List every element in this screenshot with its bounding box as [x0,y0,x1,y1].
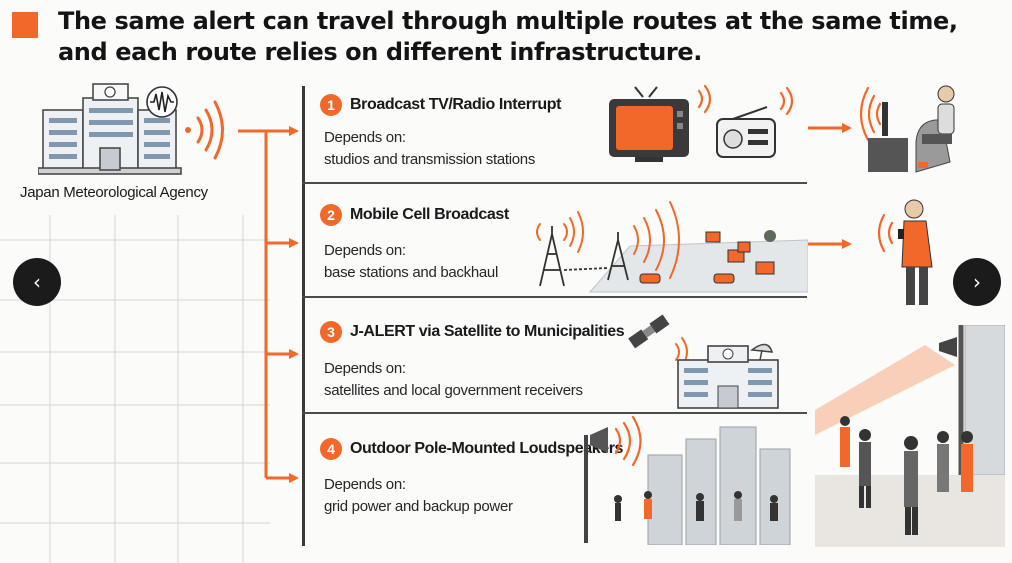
tv-viewer-icon [860,85,955,173]
route-panel-broadcast: 1 Broadcast TV/Radio Interrupt Depends o… [302,86,807,184]
route-depends-label: Depends on: [324,476,406,493]
route-title: Outdoor Pole-Mounted Loudspeakers [350,440,624,457]
tv-radio-icon [609,85,794,162]
title-line-1: The same alert can travel through multip… [58,7,958,35]
satellite-municipal-icon [628,314,779,409]
agency-label: Japan Meteorological Agency [20,184,208,201]
carousel-next-button[interactable]: › [953,258,1001,306]
carousel-prev-button[interactable]: ‹ [13,258,61,306]
route-depends-label: Depends on: [324,129,406,146]
agency-building-icon [38,83,224,175]
pole-speaker-city-icon [584,415,791,545]
phone-user-icon [877,199,933,305]
route-panel-j-alert: 3 J-ALERT via Satellite to Municipalitie… [302,298,807,414]
cell-towers-town-icon [536,201,808,293]
route-panel-cell-broadcast: 2 Mobile Cell Broadcast Depends on: base… [302,184,807,298]
title-accent-square [12,12,38,38]
route-depends-label: Depends on: [324,242,406,259]
route-depends-value: satellites and local government receiver… [324,382,583,399]
route-title: Mobile Cell Broadcast [350,206,509,223]
route-number-badge: 4 [320,438,342,460]
route-panel-loudspeakers: 4 Outdoor Pole-Mounted Loudspeakers Depe… [302,414,807,546]
route-number-badge: 2 [320,204,342,226]
route-depends-value: grid power and backup power [324,498,513,515]
route-number-badge: 1 [320,94,342,116]
route-depends-value: base stations and backhaul [324,264,498,281]
crowd-loudspeaker-icon [815,325,1005,547]
title-line-2: and each route relies on different infra… [58,38,702,66]
route-depends-label: Depends on: [324,360,406,377]
route-title: J-ALERT via Satellite to Municipalities [350,323,625,340]
route-title: Broadcast TV/Radio Interrupt [350,96,562,113]
route-number-badge: 3 [320,321,342,343]
route-depends-value: studios and transmission stations [324,151,536,168]
page-title: The same alert can travel through multip… [58,6,998,68]
